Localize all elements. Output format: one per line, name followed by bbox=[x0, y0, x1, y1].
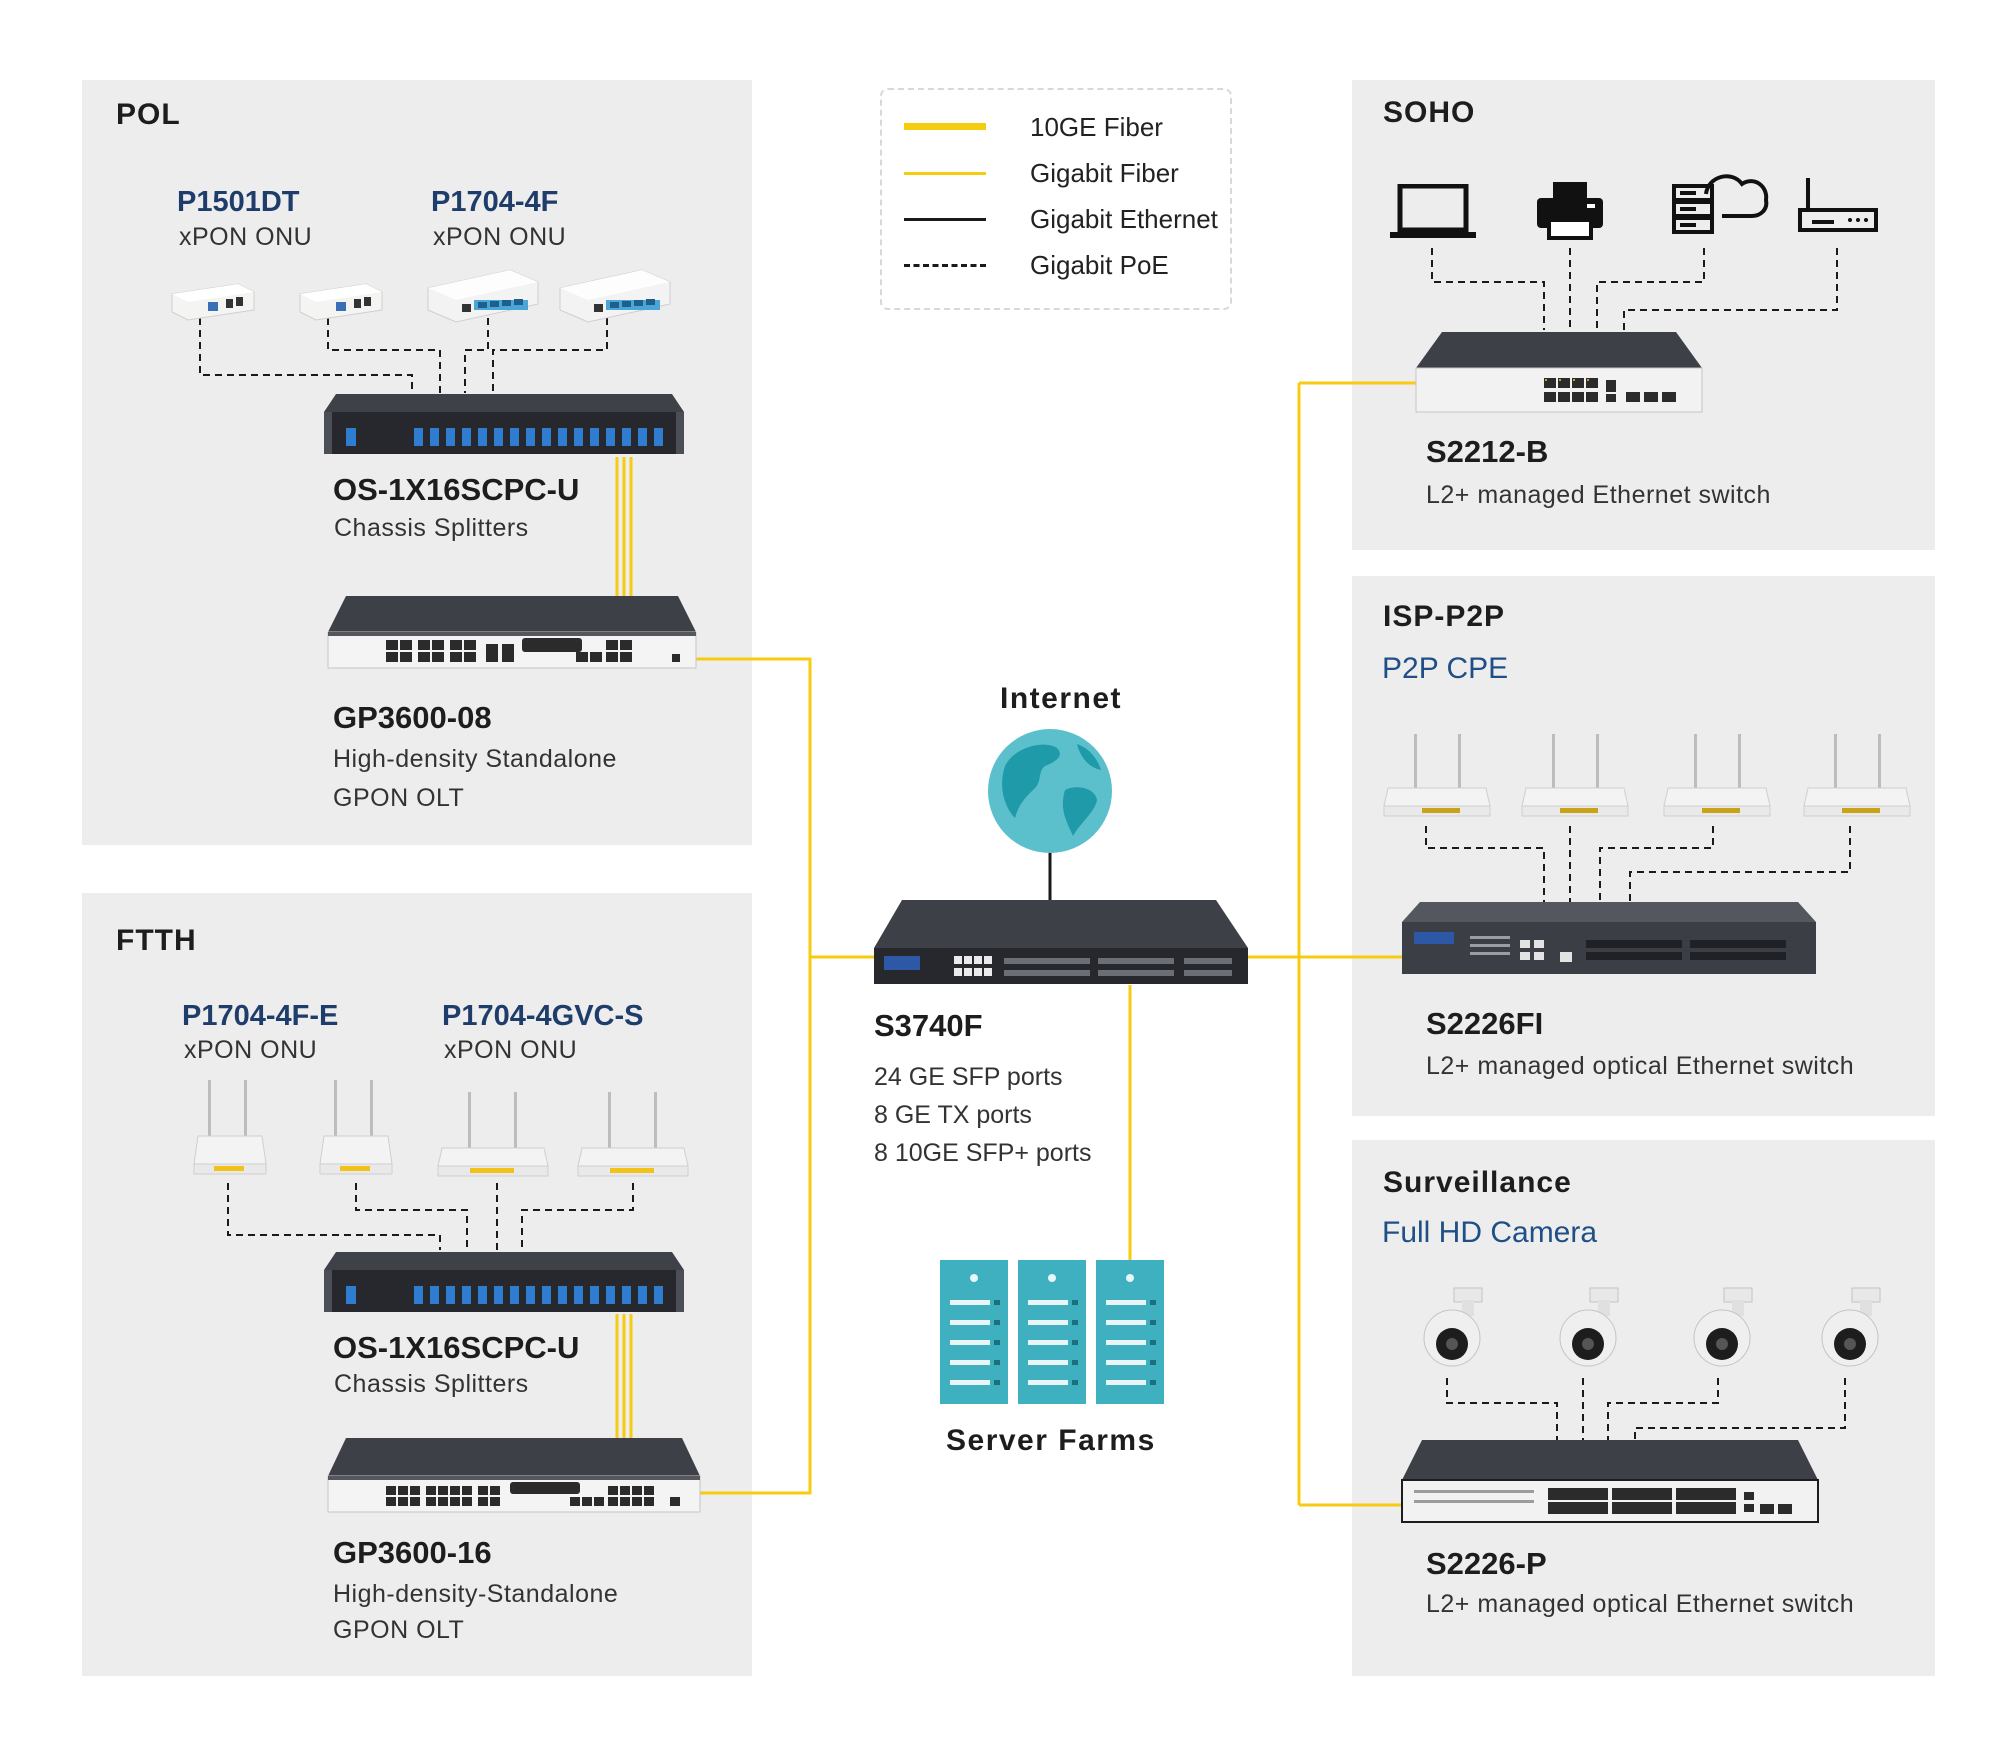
core-switch-name: S3740F bbox=[874, 1008, 983, 1043]
server-farms-label: Server Farms bbox=[946, 1424, 1156, 1457]
poe-links bbox=[199, 248, 1851, 1440]
dashed-line-swatch bbox=[904, 264, 986, 267]
onu-4f-1 bbox=[427, 269, 539, 323]
ftth-splitter-chassis bbox=[324, 1252, 684, 1312]
cpe-router-1 bbox=[1383, 734, 1491, 817]
core-switch-s3740f bbox=[874, 900, 1248, 984]
surveillance-panel bbox=[1352, 1140, 1935, 1676]
ftth-title: FTTH bbox=[116, 924, 197, 957]
ftth-splitter-desc: Chassis Splitters bbox=[334, 1370, 529, 1398]
core-spec-sfp-plus: 8 10GE SFP+ ports bbox=[874, 1139, 1092, 1167]
ftth-router-3 bbox=[437, 1092, 549, 1177]
server-rack-2 bbox=[1018, 1260, 1086, 1404]
dome-camera-icon bbox=[1693, 1287, 1753, 1367]
pol-title: POL bbox=[116, 98, 181, 131]
core-switch-specs: 24 GE SFP ports 8 GE TX ports 8 10GE SFP… bbox=[874, 1058, 1091, 1172]
internet-label: Internet bbox=[1000, 682, 1123, 715]
pol-splitter-name: OS-1X16SCPC-U bbox=[333, 472, 580, 507]
legend-label: Gigabit Fiber bbox=[1030, 158, 1179, 188]
ftth-device-2-desc: xPON ONU bbox=[444, 1036, 578, 1064]
pol-splitter-desc: Chassis Splitters bbox=[334, 514, 529, 542]
surveillance-switch-desc: L2+ managed optical Ethernet switch bbox=[1426, 1590, 1855, 1618]
black-line-swatch bbox=[904, 218, 986, 221]
laptop-icon bbox=[1390, 184, 1476, 238]
isp-title: ISP-P2P bbox=[1383, 600, 1506, 633]
pol-olt-name: GP3600-08 bbox=[333, 700, 492, 735]
isp-switch-s2226fi bbox=[1402, 902, 1816, 974]
ftth-olt-desc-1: High-density-Standalone bbox=[333, 1580, 619, 1608]
dome-camera-icon bbox=[1821, 1287, 1881, 1367]
pol-olt-gp3600-08 bbox=[327, 596, 697, 669]
ftth-olt-name: GP3600-16 bbox=[333, 1535, 492, 1570]
pol-device-1-desc: xPON ONU bbox=[179, 223, 313, 251]
surveillance-title: Surveillance bbox=[1383, 1166, 1572, 1199]
ftth-olt-gp3600-16 bbox=[327, 1438, 701, 1513]
isp-subtitle: P2P CPE bbox=[1382, 652, 1509, 685]
onu-4f-2 bbox=[559, 269, 671, 323]
cloud-server-icon bbox=[1672, 174, 1769, 234]
legend-label: Gigabit PoE bbox=[1030, 250, 1169, 280]
isp-switch-name: S2226FI bbox=[1426, 1006, 1544, 1041]
pol-splitter-chassis bbox=[324, 394, 684, 454]
pol-device-2-name: P1704-4F bbox=[431, 186, 559, 218]
server-farm-icon bbox=[940, 1260, 1164, 1404]
pol-olt-desc-1: High-density Standalone bbox=[333, 745, 617, 773]
ftth-olt-desc-2: GPON OLT bbox=[333, 1616, 465, 1644]
soho-title: SOHO bbox=[1383, 96, 1476, 129]
cpe-router-2 bbox=[1521, 734, 1629, 817]
core-spec-sfp: 24 GE SFP ports bbox=[874, 1063, 1063, 1091]
pol-device-1-name: P1501DT bbox=[177, 186, 300, 218]
legend-label: 10GE Fiber bbox=[1030, 112, 1163, 142]
soho-panel bbox=[1352, 80, 1935, 550]
ftth-router-2 bbox=[319, 1080, 393, 1175]
pol-olt-fiber bbox=[695, 657, 880, 959]
ftth-olt-fiber bbox=[695, 957, 812, 1495]
legend-label: Gigabit Ethernet bbox=[1030, 204, 1218, 234]
pol-panel bbox=[82, 80, 752, 845]
fiber-links bbox=[615, 381, 1418, 1507]
printer-icon bbox=[1537, 182, 1603, 240]
server-rack-1 bbox=[940, 1260, 1008, 1404]
soho-switch-name: S2212-B bbox=[1426, 434, 1549, 469]
isp-switch-desc: L2+ managed optical Ethernet switch bbox=[1426, 1052, 1855, 1080]
soho-switch-desc: L2+ managed Ethernet switch bbox=[1426, 481, 1771, 509]
dome-camera-icon bbox=[1559, 1287, 1619, 1367]
soho-switch-s2212b bbox=[1415, 332, 1703, 413]
isp-panel bbox=[1352, 576, 1935, 1116]
ftth-splitter-name: OS-1X16SCPC-U bbox=[333, 1330, 580, 1365]
ftth-device-2-name: P1704-4GVC-S bbox=[442, 1000, 644, 1032]
surveillance-switch-s2226p bbox=[1401, 1440, 1819, 1523]
ftth-router-1 bbox=[193, 1080, 267, 1175]
thick-yellow-line-swatch bbox=[904, 123, 986, 130]
dome-camera-icon bbox=[1423, 1287, 1483, 1367]
onu-small-2 bbox=[299, 283, 383, 321]
onu-small-1 bbox=[171, 283, 255, 321]
core-spec-tx: 8 GE TX ports bbox=[874, 1101, 1032, 1129]
pol-olt-desc-2: GPON OLT bbox=[333, 784, 465, 812]
ftth-router-4 bbox=[577, 1092, 689, 1177]
pol-device-2-desc: xPON ONU bbox=[433, 223, 567, 251]
thin-yellow-line-swatch bbox=[904, 172, 986, 175]
router-icon bbox=[1798, 178, 1878, 232]
server-rack-3 bbox=[1096, 1260, 1164, 1404]
globe-icon bbox=[988, 729, 1112, 853]
ftth-device-1-desc: xPON ONU bbox=[184, 1036, 318, 1064]
legend: 10GE Fiber Gigabit Fiber Gigabit Etherne… bbox=[880, 88, 1232, 310]
surveillance-subtitle: Full HD Camera bbox=[1382, 1216, 1598, 1249]
surveillance-switch-name: S2226-P bbox=[1426, 1546, 1547, 1581]
ftth-device-1-name: P1704-4F-E bbox=[182, 1000, 339, 1032]
cpe-router-3 bbox=[1663, 734, 1771, 817]
cpe-router-4 bbox=[1803, 734, 1911, 817]
